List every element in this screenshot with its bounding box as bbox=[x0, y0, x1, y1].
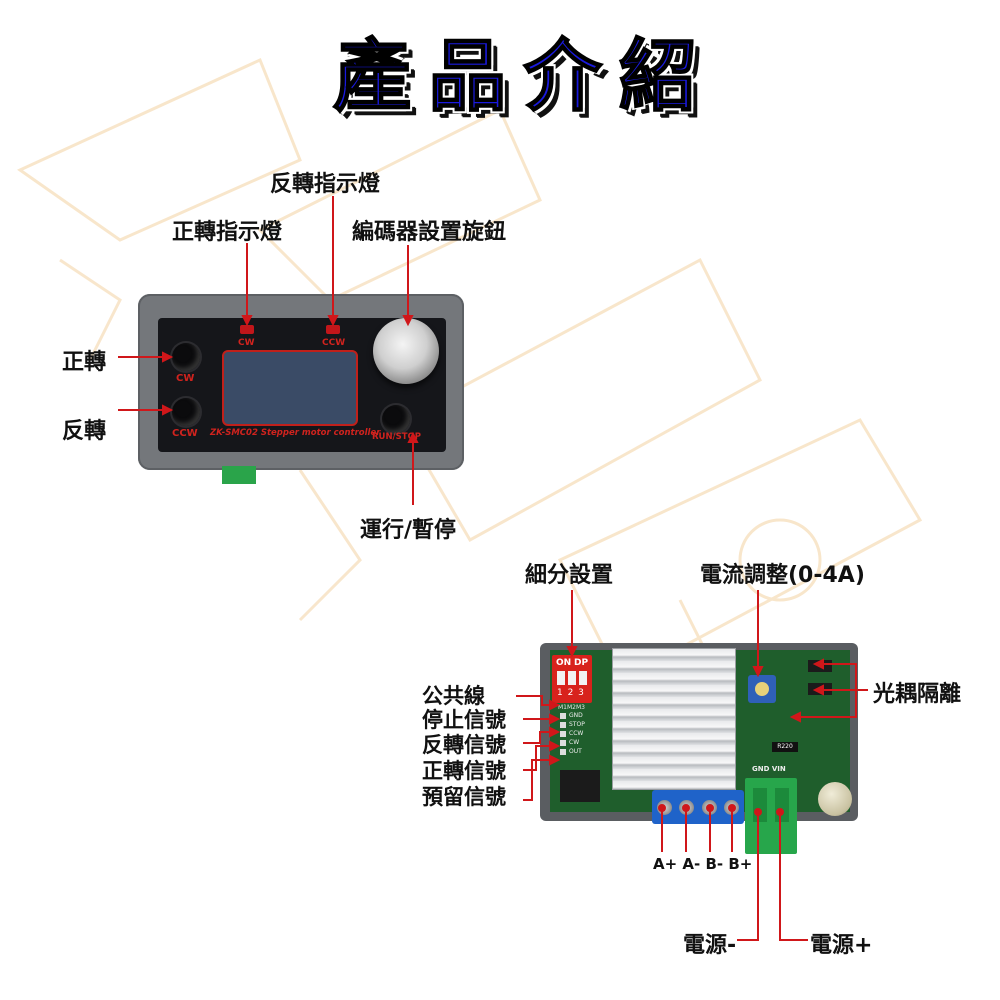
current-adjust-pot[interactable] bbox=[748, 675, 776, 703]
pin-label: CW bbox=[569, 739, 580, 746]
dip-dp-label: DP bbox=[574, 658, 589, 668]
capacitor bbox=[818, 782, 852, 816]
cw-button-label: CW bbox=[176, 373, 195, 384]
reverse-signal-callout: 反轉信號 bbox=[422, 733, 506, 757]
reserved-signal-callout: 預留信號 bbox=[422, 785, 506, 809]
pin-label: GND bbox=[569, 712, 583, 719]
pin-label: CCW bbox=[569, 730, 584, 737]
driver-ic bbox=[560, 770, 600, 802]
title-char: 產 bbox=[332, 31, 412, 123]
reverse-led-callout: 反轉指示燈 bbox=[270, 172, 381, 197]
title-char: 介 bbox=[523, 31, 603, 123]
pin-label: STOP bbox=[569, 721, 585, 728]
r220-resistor: R220 bbox=[772, 742, 798, 752]
ms-header-label: M1M2M3 bbox=[558, 704, 585, 711]
forward-led-callout: 正轉指示燈 bbox=[172, 220, 283, 245]
heatsink bbox=[612, 648, 736, 790]
signal-pin-header: GND STOP CCW CW OUT bbox=[560, 712, 610, 755]
title-char: 紹 bbox=[618, 31, 698, 123]
run-stop-callout: 運行/暫停 bbox=[360, 518, 457, 543]
motor-terminal-callout: A+ A- B- B+ bbox=[653, 855, 753, 873]
pin-row: OUT bbox=[560, 748, 610, 755]
ccw-button[interactable] bbox=[172, 398, 200, 426]
forward-signal-callout: 正轉信號 bbox=[422, 759, 506, 783]
motor-terminal-block bbox=[652, 790, 744, 824]
power-pos-callout: 電源+ bbox=[810, 933, 873, 958]
power-neg-callout: 電源- bbox=[683, 933, 737, 958]
microstep-dip-switch[interactable]: ON DP 1 2 3 bbox=[552, 655, 592, 703]
encoder-knob[interactable] bbox=[373, 318, 439, 384]
reverse-callout: 反轉 bbox=[62, 419, 107, 444]
pin-label: OUT bbox=[569, 748, 582, 755]
run-stop-button[interactable] bbox=[382, 405, 410, 433]
optocoupler-callout: 光耦隔離 bbox=[873, 682, 962, 707]
page-title: 產 品 介 紹 bbox=[330, 22, 700, 123]
microstep-callout: 細分設置 bbox=[525, 563, 614, 588]
ccw-led-label: CCW bbox=[322, 338, 346, 348]
dip-switch-3[interactable] bbox=[579, 671, 587, 685]
pin-row: GND bbox=[560, 712, 610, 719]
ccw-led bbox=[326, 325, 340, 334]
pin-row: STOP bbox=[560, 721, 610, 728]
encoder-callout: 編碼器設置旋鈕 bbox=[352, 220, 507, 245]
controller-lcd bbox=[222, 350, 358, 426]
model-label: ZK-SMC02 Stepper motor controller bbox=[210, 428, 381, 438]
cw-button[interactable] bbox=[172, 343, 200, 371]
stop-signal-callout: 停止信號 bbox=[422, 708, 506, 732]
power-terminal bbox=[745, 778, 797, 854]
pot-screw-icon bbox=[755, 682, 769, 696]
dip-on-label: ON bbox=[556, 658, 572, 668]
controller-connector bbox=[222, 466, 256, 484]
run-stop-button-label: RUN/STOP bbox=[372, 432, 422, 442]
dip-switch-1[interactable] bbox=[557, 671, 565, 685]
cw-led-label: CW bbox=[238, 338, 255, 348]
gnd-vin-label: GND VIN bbox=[752, 765, 786, 773]
title-char: 品 bbox=[427, 31, 507, 123]
pin-row: CCW bbox=[560, 730, 610, 737]
current-callout: 電流調整(0-4A) bbox=[700, 563, 865, 588]
forward-callout: 正轉 bbox=[62, 350, 107, 375]
pin-row: CW bbox=[560, 739, 610, 746]
dip-numbers: 1 2 3 bbox=[557, 688, 585, 698]
dip-switch-2[interactable] bbox=[568, 671, 576, 685]
ccw-button-label: CCW bbox=[172, 428, 198, 439]
common-line-callout: 公共線 bbox=[422, 684, 485, 708]
cw-led bbox=[240, 325, 254, 334]
